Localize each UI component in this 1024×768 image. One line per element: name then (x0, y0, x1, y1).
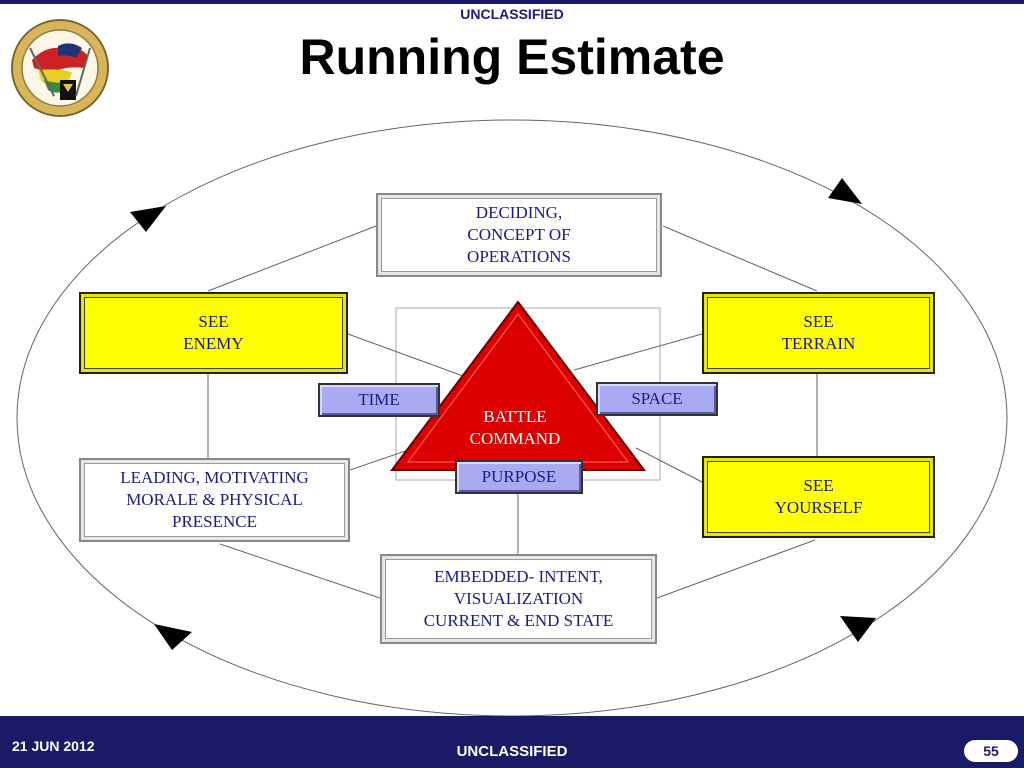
deciding-concept-box: DECIDING, CONCEPT OF OPERATIONS (376, 193, 662, 277)
box-line: SEE (803, 476, 834, 495)
connector-line (635, 447, 703, 483)
box-line: MORALE & PHYSICAL (126, 490, 303, 509)
label-line: BATTLE (483, 407, 547, 426)
arrowhead-icon (130, 206, 166, 232)
unit-seal-icon (11, 19, 109, 117)
box-line: OPERATIONS (467, 247, 571, 266)
footer-bar (0, 716, 1024, 768)
page-number: 55 (964, 740, 1018, 762)
box-line: LEADING, MOTIVATING (120, 468, 309, 487)
classification-header: UNCLASSIFIED (460, 6, 564, 22)
time-tag: TIME (318, 383, 440, 417)
box-line: YOURSELF (774, 498, 863, 517)
connector-line (662, 225, 818, 292)
connector-line (347, 333, 475, 381)
box-line: TERRAIN (781, 334, 856, 353)
box-line: SEE (198, 312, 229, 331)
page-title: Running Estimate (299, 29, 725, 85)
space-tag: SPACE (596, 382, 718, 416)
label-line: COMMAND (469, 429, 561, 448)
box-line: VISUALIZATION (453, 589, 584, 608)
arrowhead-icon (840, 616, 876, 642)
box-line: ENEMY (183, 334, 244, 353)
see-yourself-box: SEE YOURSELF (702, 456, 935, 538)
embedded-intent-box: EMBEDDED- INTENT, VISUALIZATION CURRENT … (380, 554, 657, 644)
box-line: CONCEPT OF (467, 225, 571, 244)
connector-line (207, 225, 377, 292)
box-line: CURRENT & END STATE (423, 611, 614, 630)
purpose-tag: PURPOSE (455, 460, 583, 494)
battle-command-label: BATTLE COMMAND (455, 406, 575, 450)
leading-motivating-box: LEADING, MOTIVATING MORALE & PHYSICAL PR… (79, 458, 350, 542)
arrowhead-icon (828, 178, 862, 204)
see-enemy-box: SEE ENEMY (79, 292, 348, 374)
box-line: SEE (803, 312, 834, 331)
top-rule (0, 0, 1024, 4)
connector-line (573, 333, 703, 371)
connector-line (656, 539, 816, 599)
box-line: PRESENCE (171, 512, 258, 531)
box-line: DECIDING, (475, 203, 563, 222)
see-terrain-box: SEE TERRAIN (702, 292, 935, 374)
connector-line (219, 543, 381, 599)
footer-date: 21 JUN 2012 (12, 738, 95, 754)
box-line: EMBEDDED- INTENT, (434, 567, 603, 586)
footer-classification: UNCLASSIFIED (456, 743, 568, 760)
arrowhead-icon (154, 624, 192, 650)
